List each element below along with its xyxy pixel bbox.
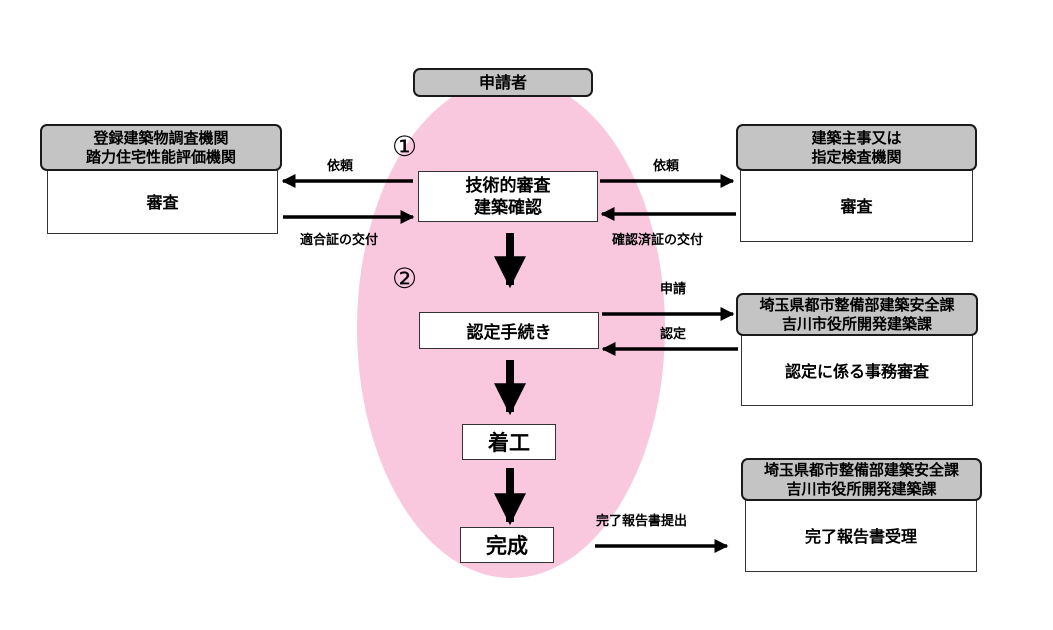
mid-apply-label: 申請 (660, 282, 687, 297)
completion-label: 完成 (486, 534, 528, 558)
left-org-line1: 登録建築物調査機関 (93, 128, 229, 147)
right-request-label: 依頼 (653, 159, 680, 174)
left-return-label: 適合証の交付 (300, 233, 379, 248)
right-bottom-line2: 吉川市役所開発建築課 (786, 479, 937, 498)
right-top-header: 建築主事又は 指定検査機関 (736, 124, 977, 171)
certification-box: 認定手続き (419, 312, 599, 349)
left-request-label: 依頼 (327, 159, 354, 174)
right-bottom-task: 完了報告書受理 (804, 526, 917, 546)
technical-review-box: 技術的審査 建築確認 (418, 171, 598, 222)
completion-box: 完成 (460, 527, 554, 563)
right-mid-task-box: 認定に係る事務審査 (741, 333, 973, 406)
right-top-task-box: 審査 (740, 167, 973, 242)
right-mid-line1: 埼玉県都市整備部建築安全課 (759, 295, 955, 314)
step1-marker: ① (392, 130, 418, 163)
right-bottom-header: 埼玉県都市整備部建築安全課 吉川市役所開発建築課 (741, 458, 982, 501)
construction-start-label: 着工 (488, 431, 530, 455)
right-top-task: 審査 (840, 196, 873, 216)
applicant-header: 申請者 (413, 68, 593, 97)
left-org-line2: 踏力住宅性能評価機関 (85, 147, 236, 166)
left-org-header: 登録建築物調査機関 踏力住宅性能評価機関 (40, 124, 282, 171)
left-org-task-box: 審査 (47, 167, 278, 234)
right-bottom-line1: 埼玉県都市整備部建築安全課 (763, 460, 959, 479)
bottom-submit-label: 完了報告書提出 (596, 514, 688, 529)
right-mid-header: 埼玉県都市整備部建築安全課 吉川市役所開発建築課 (736, 293, 978, 336)
right-mid-task: 認定に係る事務審査 (784, 361, 929, 381)
construction-start-box: 着工 (462, 424, 556, 460)
right-mid-line2: 吉川市役所開発建築課 (781, 314, 932, 333)
applicant-label: 申請者 (478, 73, 527, 92)
mid-certify-label: 認定 (660, 327, 687, 342)
right-return-label: 確認済証の交付 (612, 233, 704, 248)
right-top-line2: 指定検査機関 (811, 147, 902, 166)
certification-label: 認定手続き (466, 323, 552, 343)
technical-review-line1: 技術的審査 (465, 175, 551, 196)
step2-marker: ② (392, 262, 418, 295)
left-org-task: 審査 (146, 192, 179, 212)
right-top-line1: 建築主事又は (811, 128, 902, 147)
technical-review-line2: 建築確認 (474, 197, 542, 218)
right-bottom-task-box: 完了報告書受理 (745, 497, 977, 572)
